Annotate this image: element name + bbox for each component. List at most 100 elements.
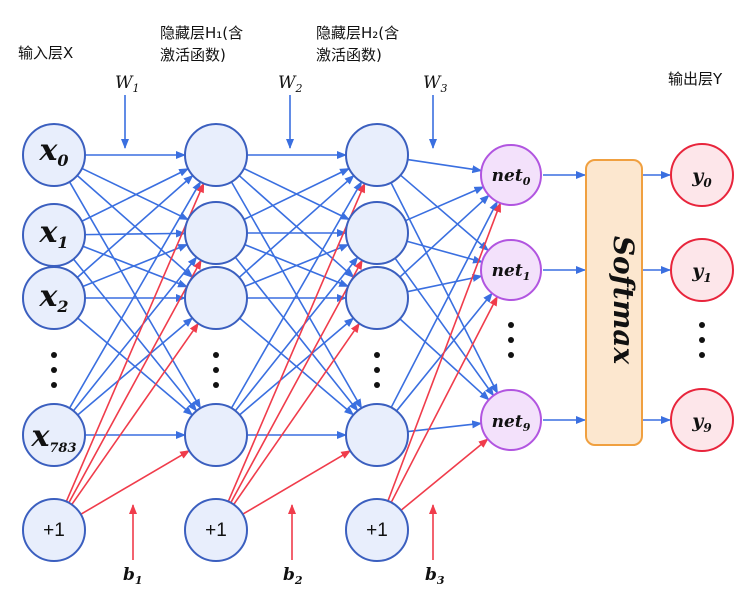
edge-x-h1-1-2 xyxy=(82,245,189,288)
edge-h1-h2-3-0 xyxy=(230,181,363,409)
output-node-label-0: y0 xyxy=(691,165,712,190)
softmax-box xyxy=(585,159,643,446)
edge-x-h1-3-1 xyxy=(72,256,198,412)
edge-h2-net-0-2 xyxy=(390,182,499,395)
net-node-0 xyxy=(480,144,542,206)
net-ellipsis-dot-2 xyxy=(508,352,514,358)
edge-x-h1-0-1 xyxy=(81,167,189,221)
layer3-ellipsis-dot-2 xyxy=(374,382,380,388)
weight-w2-label: W2 xyxy=(278,73,302,95)
net-node-1 xyxy=(480,239,542,301)
bias-edge-b3-1 xyxy=(390,295,498,503)
net-node-label-1: net1 xyxy=(492,261,531,283)
edge-h2-net-1-2 xyxy=(394,257,495,397)
output-ellipsis-dot-1 xyxy=(699,337,705,343)
bias-node-1 xyxy=(22,498,86,562)
net-node-label-9: net9 xyxy=(492,412,531,434)
nodes xyxy=(22,123,734,562)
bias-b3-label: b3 xyxy=(425,565,445,587)
layer1-ellipsis-dot-2 xyxy=(51,382,57,388)
layer1-ellipsis-dot-0 xyxy=(51,352,57,358)
edge-h1-h2-3-1 xyxy=(234,256,359,412)
output-node-label-9: y9 xyxy=(691,410,712,435)
hidden2-label-line2: 激活函数) xyxy=(316,46,382,64)
layer2-ellipsis-dot-0 xyxy=(213,352,219,358)
edge-h1-h2-2-0 xyxy=(238,174,355,279)
weight-w3-label: W3 xyxy=(423,73,447,95)
edge-x-h1-2-0 xyxy=(76,174,194,279)
output-ellipsis-dot-0 xyxy=(699,322,705,328)
bias-edge-b1-3 xyxy=(80,449,191,516)
hidden1-label-line2: 激活函数) xyxy=(160,46,226,64)
edge-h2-net-2-1 xyxy=(407,274,483,293)
edge-h2-net-0-0 xyxy=(407,158,483,174)
layer3-node-1 xyxy=(345,201,409,265)
edge-h1-h2-2-1 xyxy=(244,243,350,288)
layer3-node-2 xyxy=(345,266,409,330)
bias-edge-b2-2 xyxy=(233,322,360,505)
input-node-label-0: x0 xyxy=(38,133,68,170)
edge-x-h1-1-1 xyxy=(84,229,187,238)
edge-h2-net-2-0 xyxy=(399,194,490,278)
layer1-ellipsis-dot-1 xyxy=(51,367,57,373)
bias-edge-b1-1 xyxy=(68,259,202,504)
bias-edge-b2-3 xyxy=(242,450,352,515)
bias-node-2 xyxy=(184,498,248,562)
bias-edge-b2-1 xyxy=(230,259,363,504)
layer3-node-3 xyxy=(345,403,409,467)
edge-h2-net-3-0 xyxy=(390,200,498,408)
edge-h2-net-0-1 xyxy=(400,174,489,252)
edge-x-h1-2-1 xyxy=(82,243,189,288)
output-ellipsis-dot-2 xyxy=(699,352,705,358)
edge-h2-net-1-1 xyxy=(406,240,484,264)
input-node-label-1: x1 xyxy=(38,215,68,252)
edge-x-h1-1-0 xyxy=(81,168,190,222)
output-node-1 xyxy=(670,238,734,302)
bias-b2-label: b2 xyxy=(283,565,303,587)
net-ellipsis-dot-1 xyxy=(508,337,514,343)
edge-x-h1-3-0 xyxy=(68,180,202,409)
output-layer-label: 输出层Y xyxy=(668,70,723,88)
edge-h2-net-3-2 xyxy=(407,420,483,433)
layer3-node-0 xyxy=(345,123,409,187)
layer2-ellipsis-dot-1 xyxy=(213,367,219,373)
bias-edge-b2-0 xyxy=(227,182,366,502)
bias-node-label-3: +1 xyxy=(366,520,388,541)
layer1-node-2 xyxy=(22,266,86,330)
hidden2-label-line1: 隐藏层H₂(含 xyxy=(316,24,399,42)
output-node-2 xyxy=(670,388,734,452)
input-node-label-3: x783 xyxy=(30,419,76,456)
layer3-ellipsis-dot-0 xyxy=(374,352,380,358)
edge-h2-net-1-0 xyxy=(405,186,485,222)
net-ellipsis-dot-0 xyxy=(508,322,514,328)
bias-node-label-2: +1 xyxy=(205,520,227,541)
layer2-node-0 xyxy=(184,123,248,187)
net-node-2 xyxy=(480,389,542,451)
layer1-node-3 xyxy=(22,403,86,467)
edge-h2-net-2-2 xyxy=(399,318,490,401)
layer2-node-2 xyxy=(184,266,248,330)
edge-x-h1-3-2 xyxy=(77,317,194,416)
layer2-node-1 xyxy=(184,201,248,265)
bias-edge-b1-2 xyxy=(71,322,199,506)
layer2-node-3 xyxy=(184,403,248,467)
output-node-label-1: y1 xyxy=(691,260,711,285)
softmax-label: Softmax xyxy=(607,236,640,365)
bias-edge-b3-2 xyxy=(400,438,489,511)
bias-node-label-1: +1 xyxy=(43,520,65,541)
layer2-ellipsis-dot-2 xyxy=(213,382,219,388)
bias-edge-b3-0 xyxy=(387,202,502,502)
bias-b1-label: b1 xyxy=(123,565,143,587)
net-node-label-0: net0 xyxy=(492,166,531,188)
input-layer-label: 输入层X xyxy=(18,44,73,62)
connections xyxy=(65,95,671,560)
bias-edge-b1-0 xyxy=(65,182,205,502)
edge-h1-h2-1-0 xyxy=(243,167,351,221)
edge-h1-h2-3-2 xyxy=(239,317,355,416)
output-node-0 xyxy=(670,143,734,207)
hidden1-label-line1: 隐藏层H₁(含 xyxy=(160,24,243,42)
layer1-node-0 xyxy=(22,123,86,187)
weight-w1-label: W1 xyxy=(115,73,139,95)
bias-node-3 xyxy=(345,498,409,562)
